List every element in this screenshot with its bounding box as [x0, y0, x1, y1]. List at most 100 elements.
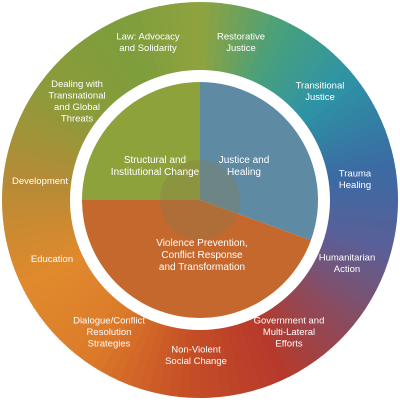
- outer-ring-slice: [33, 268, 97, 317]
- outer-ring-slice: [67, 45, 121, 105]
- outer-ring-slice: [316, 245, 385, 282]
- outer-ring-slice: [8, 232, 79, 262]
- outer-ring-slice: [284, 290, 341, 349]
- outer-ring-slice: [313, 252, 381, 292]
- outer-ring-slice: [189, 1, 202, 73]
- outer-label-development: Development: [12, 176, 68, 187]
- outer-ring-slice: [18, 251, 86, 290]
- outer-ring-slice: [75, 39, 126, 101]
- outer-ring-slice: [307, 92, 373, 137]
- outer-ring-slice: [213, 3, 233, 74]
- outer-ring-slice: [177, 327, 194, 398]
- outer-ring-slice: [2, 177, 73, 194]
- center-blend: [160, 160, 240, 240]
- outer-ring-slice: [15, 118, 84, 155]
- outer-ring-slice: [200, 2, 212, 73]
- outer-ring-slice: [327, 206, 398, 223]
- outer-ring-slice: [158, 4, 181, 75]
- outer-ring-slice: [2, 205, 73, 221]
- outer-ring-slice: [6, 147, 77, 174]
- outer-ring-slice: [310, 101, 378, 143]
- outer-ring-slice: [321, 233, 392, 263]
- outer-ring-slice: [52, 59, 111, 115]
- outer-ring-slice: [295, 67, 355, 121]
- outer-ring-slice: [28, 91, 94, 136]
- outer-ring-slice: [321, 138, 392, 168]
- outer-ring-slice: [219, 325, 242, 396]
- outer-ring-slice: [22, 257, 90, 299]
- outer-ring-slice: [157, 325, 180, 396]
- outer-ring-slice: [148, 6, 175, 77]
- outer-ring-slice: [285, 52, 341, 111]
- outer-ring-slice: [226, 6, 253, 77]
- outer-ring-slice: [39, 274, 101, 325]
- outer-ring-slice: [147, 323, 174, 394]
- outer-ring-slice: [251, 314, 290, 382]
- outer-ring-slice: [66, 294, 120, 354]
- outer-ring-slice: [92, 27, 137, 93]
- outer-ring-slice: [325, 220, 396, 243]
- outer-ring-slice: [198, 327, 211, 399]
- outer-ring-slice: [258, 23, 301, 90]
- outer-ring-slice: [326, 169, 398, 188]
- outer-ring-slice: [59, 289, 115, 348]
- outer-ring-slice: [323, 226, 394, 253]
- outer-ring-slice: [169, 2, 188, 74]
- outer-ring-slice: [325, 158, 396, 181]
- outer-ring-slice: [233, 8, 263, 79]
- outer-ring-slice: [232, 321, 262, 392]
- outer-ring-slice: [327, 179, 398, 195]
- outer-ring-slice: [306, 264, 372, 309]
- outer-ring-slice: [319, 129, 389, 162]
- outer-ring-slice: [4, 219, 75, 242]
- outer-ring-slice: [1, 198, 73, 211]
- outer-ring-slice: [245, 15, 282, 84]
- outer-ring-slice: [99, 310, 142, 377]
- outer-ring-slice: [220, 4, 243, 75]
- outer-ring-slice: [119, 14, 155, 84]
- outer-ring-slice: [27, 263, 93, 308]
- outer-ring-slice: [206, 2, 223, 73]
- outer-ring-slice: [289, 285, 348, 341]
- outer-ring-slice: [46, 66, 106, 120]
- outer-ring-slice: [212, 326, 231, 398]
- outer-ring-slice: [11, 127, 81, 161]
- outer-ring-slice: [314, 110, 382, 149]
- outer-ring-slice: [205, 327, 221, 398]
- outer-ring-slice: [263, 307, 308, 373]
- outer-ring-slice: [45, 279, 105, 333]
- outer-ring-slice: [323, 148, 394, 175]
- outer-ring-slice: [3, 167, 74, 187]
- outer-ring-slice: [8, 137, 79, 167]
- outer-ring-slice: [108, 313, 148, 381]
- outer-ring-slice: [11, 238, 81, 271]
- outer-ring-slice: [264, 28, 309, 94]
- outer-ring-slice: [274, 299, 325, 361]
- outer-ring-slice: [310, 258, 377, 301]
- justice-wedge: [200, 82, 318, 241]
- outer-ring-slice: [225, 323, 252, 394]
- outer-ring-slice: [290, 59, 349, 116]
- outer-ring-slice: [280, 46, 334, 106]
- outer-ring-slice: [91, 306, 136, 372]
- outer-ring-slice: [252, 19, 292, 87]
- outer-ring-slice: [298, 275, 361, 326]
- outer-ring-slice: [327, 200, 398, 212]
- outer-ring-slice: [127, 319, 161, 389]
- outer-ring-slice: [19, 108, 87, 148]
- outer-ring-slice: [14, 245, 84, 281]
- outer-ring-slice: [118, 316, 155, 385]
- outer-ring-slice: [188, 327, 200, 398]
- outer-ring-slice: [239, 11, 273, 81]
- outer-ring-slice: [101, 22, 143, 90]
